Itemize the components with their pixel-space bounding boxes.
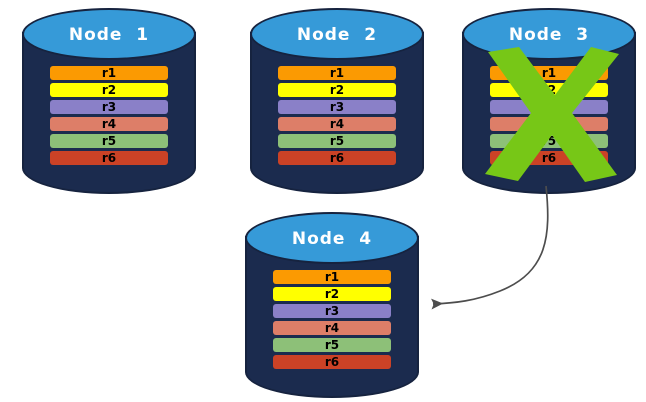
node-3-row-r6[interactable]: r6 — [490, 151, 608, 165]
node-1-row-r3[interactable]: r3 — [50, 100, 168, 114]
node-4-cylinder-top — [245, 212, 419, 264]
node-1-cylinder-top — [22, 8, 196, 60]
node-3-row-list: r1 r2 r3 r4 r5 r6 — [490, 66, 608, 165]
node-4-row-r2[interactable]: r2 — [273, 287, 391, 301]
node-4-row-r5[interactable]: r5 — [273, 338, 391, 352]
node-1-row-r5[interactable]: r5 — [50, 134, 168, 148]
node-1-row-r6[interactable]: r6 — [50, 151, 168, 165]
node-2-row-r3[interactable]: r3 — [278, 100, 396, 114]
node-2-row-list: r1 r2 r3 r4 r5 r6 — [278, 66, 396, 165]
node-4-row-r6[interactable]: r6 — [273, 355, 391, 369]
node-1-row-r1[interactable]: r1 — [50, 66, 168, 80]
node-2-cylinder-top — [250, 8, 424, 60]
node-1[interactable]: Node 1 r1 r2 r3 r4 r5 r6 — [22, 8, 196, 194]
node-3-row-r5[interactable]: r5 — [490, 134, 608, 148]
node-4-row-r3[interactable]: r3 — [273, 304, 391, 318]
node-2-row-r4[interactable]: r4 — [278, 117, 396, 131]
node-4-row-list: r1 r2 r3 r4 r5 r6 — [273, 270, 391, 369]
node-3-row-r3[interactable]: r3 — [490, 100, 608, 114]
node-2-row-r2[interactable]: r2 — [278, 83, 396, 97]
node-3-cylinder-top — [462, 8, 636, 60]
node-1-row-r2[interactable]: r2 — [50, 83, 168, 97]
node-2-row-r6[interactable]: r6 — [278, 151, 396, 165]
node-2-row-r5[interactable]: r5 — [278, 134, 396, 148]
node-3-row-r1[interactable]: r1 — [490, 66, 608, 80]
node-2-row-r1[interactable]: r1 — [278, 66, 396, 80]
node-3[interactable]: Node 3 r1 r2 r3 r4 r5 r6 — [462, 8, 636, 194]
node-4[interactable]: Node 4 r1 r2 r3 r4 r5 r6 — [245, 212, 419, 398]
node-2[interactable]: Node 2 r1 r2 r3 r4 r5 r6 — [250, 8, 424, 194]
node-4-row-r1[interactable]: r1 — [273, 270, 391, 284]
node-4-row-r4[interactable]: r4 — [273, 321, 391, 335]
node-1-row-list: r1 r2 r3 r4 r5 r6 — [50, 66, 168, 165]
node-3-row-r4[interactable]: r4 — [490, 117, 608, 131]
node-1-row-r4[interactable]: r4 — [50, 117, 168, 131]
node-3-row-r2[interactable]: r2 — [490, 83, 608, 97]
